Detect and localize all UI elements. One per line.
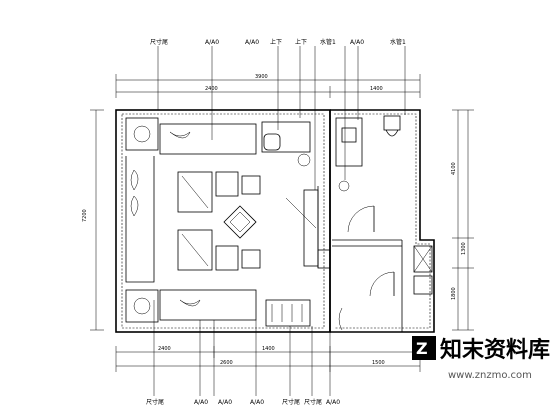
- callout-top-8: 水管1: [390, 38, 406, 46]
- dim-top-overall: 3900: [255, 74, 268, 80]
- dim-bottom-mid: 1400: [262, 346, 275, 352]
- callout-top-1: 尺寸尾: [150, 38, 168, 46]
- furniture: [125, 117, 319, 327]
- callout-top-4: 上下: [270, 38, 282, 46]
- callout-top-2: A/A0: [205, 39, 219, 46]
- dim-top-left: 2400: [205, 86, 218, 92]
- top-callouts: 尺寸尾 A/A0 A/A0 上下 上下 水管1 A/A0 水管1: [150, 38, 406, 190]
- walls: [115, 109, 435, 333]
- callout-bottom-7: A/A0: [326, 399, 340, 406]
- callout-top-7: A/A0: [350, 39, 364, 46]
- left-dimension: 7200: [82, 109, 104, 331]
- svg-text:Z: Z: [416, 339, 428, 358]
- callout-bottom-6: 尺寸尾: [304, 398, 322, 406]
- callout-bottom-2: A/A0: [194, 399, 208, 406]
- watermark-name: 知末资料库: [440, 337, 550, 363]
- dim-left-overall: 7200: [82, 209, 88, 222]
- bottom-callouts: 尺寸尾 A/A0 A/A0 A/A0 尺寸尾 尺寸尾 A/A0: [146, 300, 340, 406]
- callout-top-5: 上下: [295, 38, 307, 46]
- dim-right-lower: 1800: [451, 287, 457, 300]
- dim-bottom-left: 2400: [158, 346, 171, 352]
- callout-top-6: 水管1: [320, 38, 336, 46]
- right-dimensions: 4100 1300 1800: [451, 109, 474, 331]
- callout-bottom-1: 尺寸尾: [146, 398, 164, 406]
- top-dimension-chain: 3900 2400 1400: [115, 74, 421, 98]
- callout-bottom-3: A/A0: [218, 399, 232, 406]
- dim-right-mid: 1300: [461, 242, 467, 255]
- callout-top-3: A/A0: [245, 39, 259, 46]
- watermark-url: www.znzmo.com: [448, 370, 532, 381]
- bathroom-fixtures: [335, 115, 433, 331]
- bottom-dimension-chain: 2400 1400 2600 1500: [115, 346, 421, 372]
- callout-bottom-4: A/A0: [250, 399, 264, 406]
- dim-bottom-far: 1500: [372, 360, 385, 366]
- dim-top-right: 1400: [370, 86, 383, 92]
- callout-bottom-5: 尺寸尾: [282, 398, 300, 406]
- dim-right-upper: 4100: [451, 162, 457, 175]
- watermark: Z 知末资料库 www.znzmo.com: [412, 336, 550, 381]
- dim-bottom-right: 2600: [220, 360, 233, 366]
